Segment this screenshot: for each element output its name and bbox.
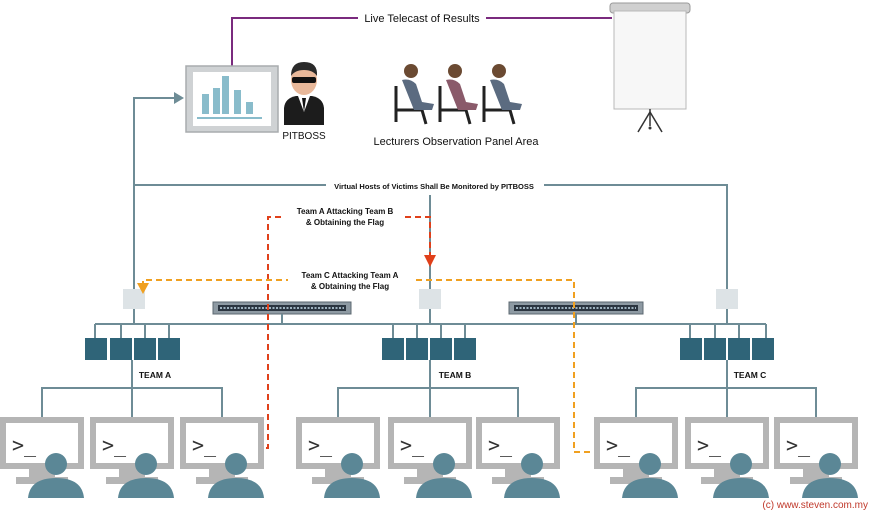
- team-b-workstation-1: >_: [296, 417, 380, 498]
- telecast-label: Live Telecast of Results: [364, 13, 480, 25]
- team-c-vhost-box: [716, 289, 738, 309]
- attack-path-a-to-b: [256, 216, 436, 449]
- team-c-blocks: [680, 338, 774, 360]
- attack-a-label-line1: Team A Attacking Team B: [297, 207, 394, 216]
- workstations: >_ >_ >_ >_ >_ >_ >_ >_ >_: [0, 417, 858, 498]
- telecast-connector: [231, 10, 612, 66]
- switch-left-icon: [212, 301, 352, 315]
- attack-c-label-line1: Team C Attacking Team A: [302, 271, 399, 280]
- team-a-workstation-2: >_: [90, 417, 174, 498]
- terminal-prompt-icon: >_: [102, 433, 127, 457]
- pitboss-label: PITBOSS: [282, 131, 326, 142]
- lecturers-label: Lecturers Observation Panel Area: [373, 136, 539, 148]
- attack-path-c-to-a: [137, 279, 590, 453]
- team-b-workstation-3: >_: [476, 417, 560, 498]
- terminal-prompt-icon: >_: [12, 433, 37, 457]
- projector-screen-icon: [609, 2, 691, 133]
- pitboss-person-icon: [284, 62, 324, 125]
- team-a-vhost-box: [123, 289, 145, 309]
- user-icon: [622, 453, 678, 498]
- terminal-prompt-icon: >_: [606, 433, 631, 457]
- terminal-prompt-icon: >_: [488, 433, 513, 457]
- terminal-prompt-icon: >_: [786, 433, 811, 457]
- user-icon: [208, 453, 264, 498]
- pitboss-monitor-icon: [185, 65, 279, 133]
- team-a-label: TEAM A: [139, 370, 171, 380]
- user-icon: [504, 453, 560, 498]
- user-icon: [324, 453, 380, 498]
- switch-right-icon: [508, 301, 644, 315]
- team-c-workstation-2: >_: [685, 417, 769, 498]
- copyright-text: (c) www.steven.com.my: [762, 500, 868, 511]
- team-b-workstation-2: >_: [388, 417, 472, 498]
- monitored-label: Virtual Hosts of Victims Shall Be Monito…: [334, 182, 534, 191]
- team-a-workstation-1: >_: [0, 417, 84, 498]
- team-c-workstation-3: >_: [774, 417, 858, 498]
- team-c-label: TEAM C: [734, 370, 767, 380]
- user-icon: [802, 453, 858, 498]
- terminal-prompt-icon: >_: [697, 433, 722, 457]
- attack-c-label-line2: & Obtaining the Flag: [311, 282, 389, 291]
- team-b-vhost-box: [419, 289, 441, 309]
- lecturers-icon: [394, 64, 522, 125]
- attack-a-label-line2: & Obtaining the Flag: [306, 218, 384, 227]
- team-c-workstation-1: >_: [594, 417, 678, 498]
- team-a-workstation-3: >_: [180, 417, 264, 498]
- terminal-prompt-icon: >_: [400, 433, 425, 457]
- user-icon: [118, 453, 174, 498]
- user-icon: [713, 453, 769, 498]
- user-icon: [416, 453, 472, 498]
- backbone-lines: [94, 309, 767, 338]
- team-a-blocks: [85, 338, 180, 360]
- terminal-prompt-icon: >_: [308, 433, 333, 457]
- workstation-links: [41, 360, 817, 418]
- team-b-blocks: [382, 338, 476, 360]
- terminal-prompt-icon: >_: [192, 433, 217, 457]
- user-icon: [28, 453, 84, 498]
- team-b-label: TEAM B: [439, 370, 472, 380]
